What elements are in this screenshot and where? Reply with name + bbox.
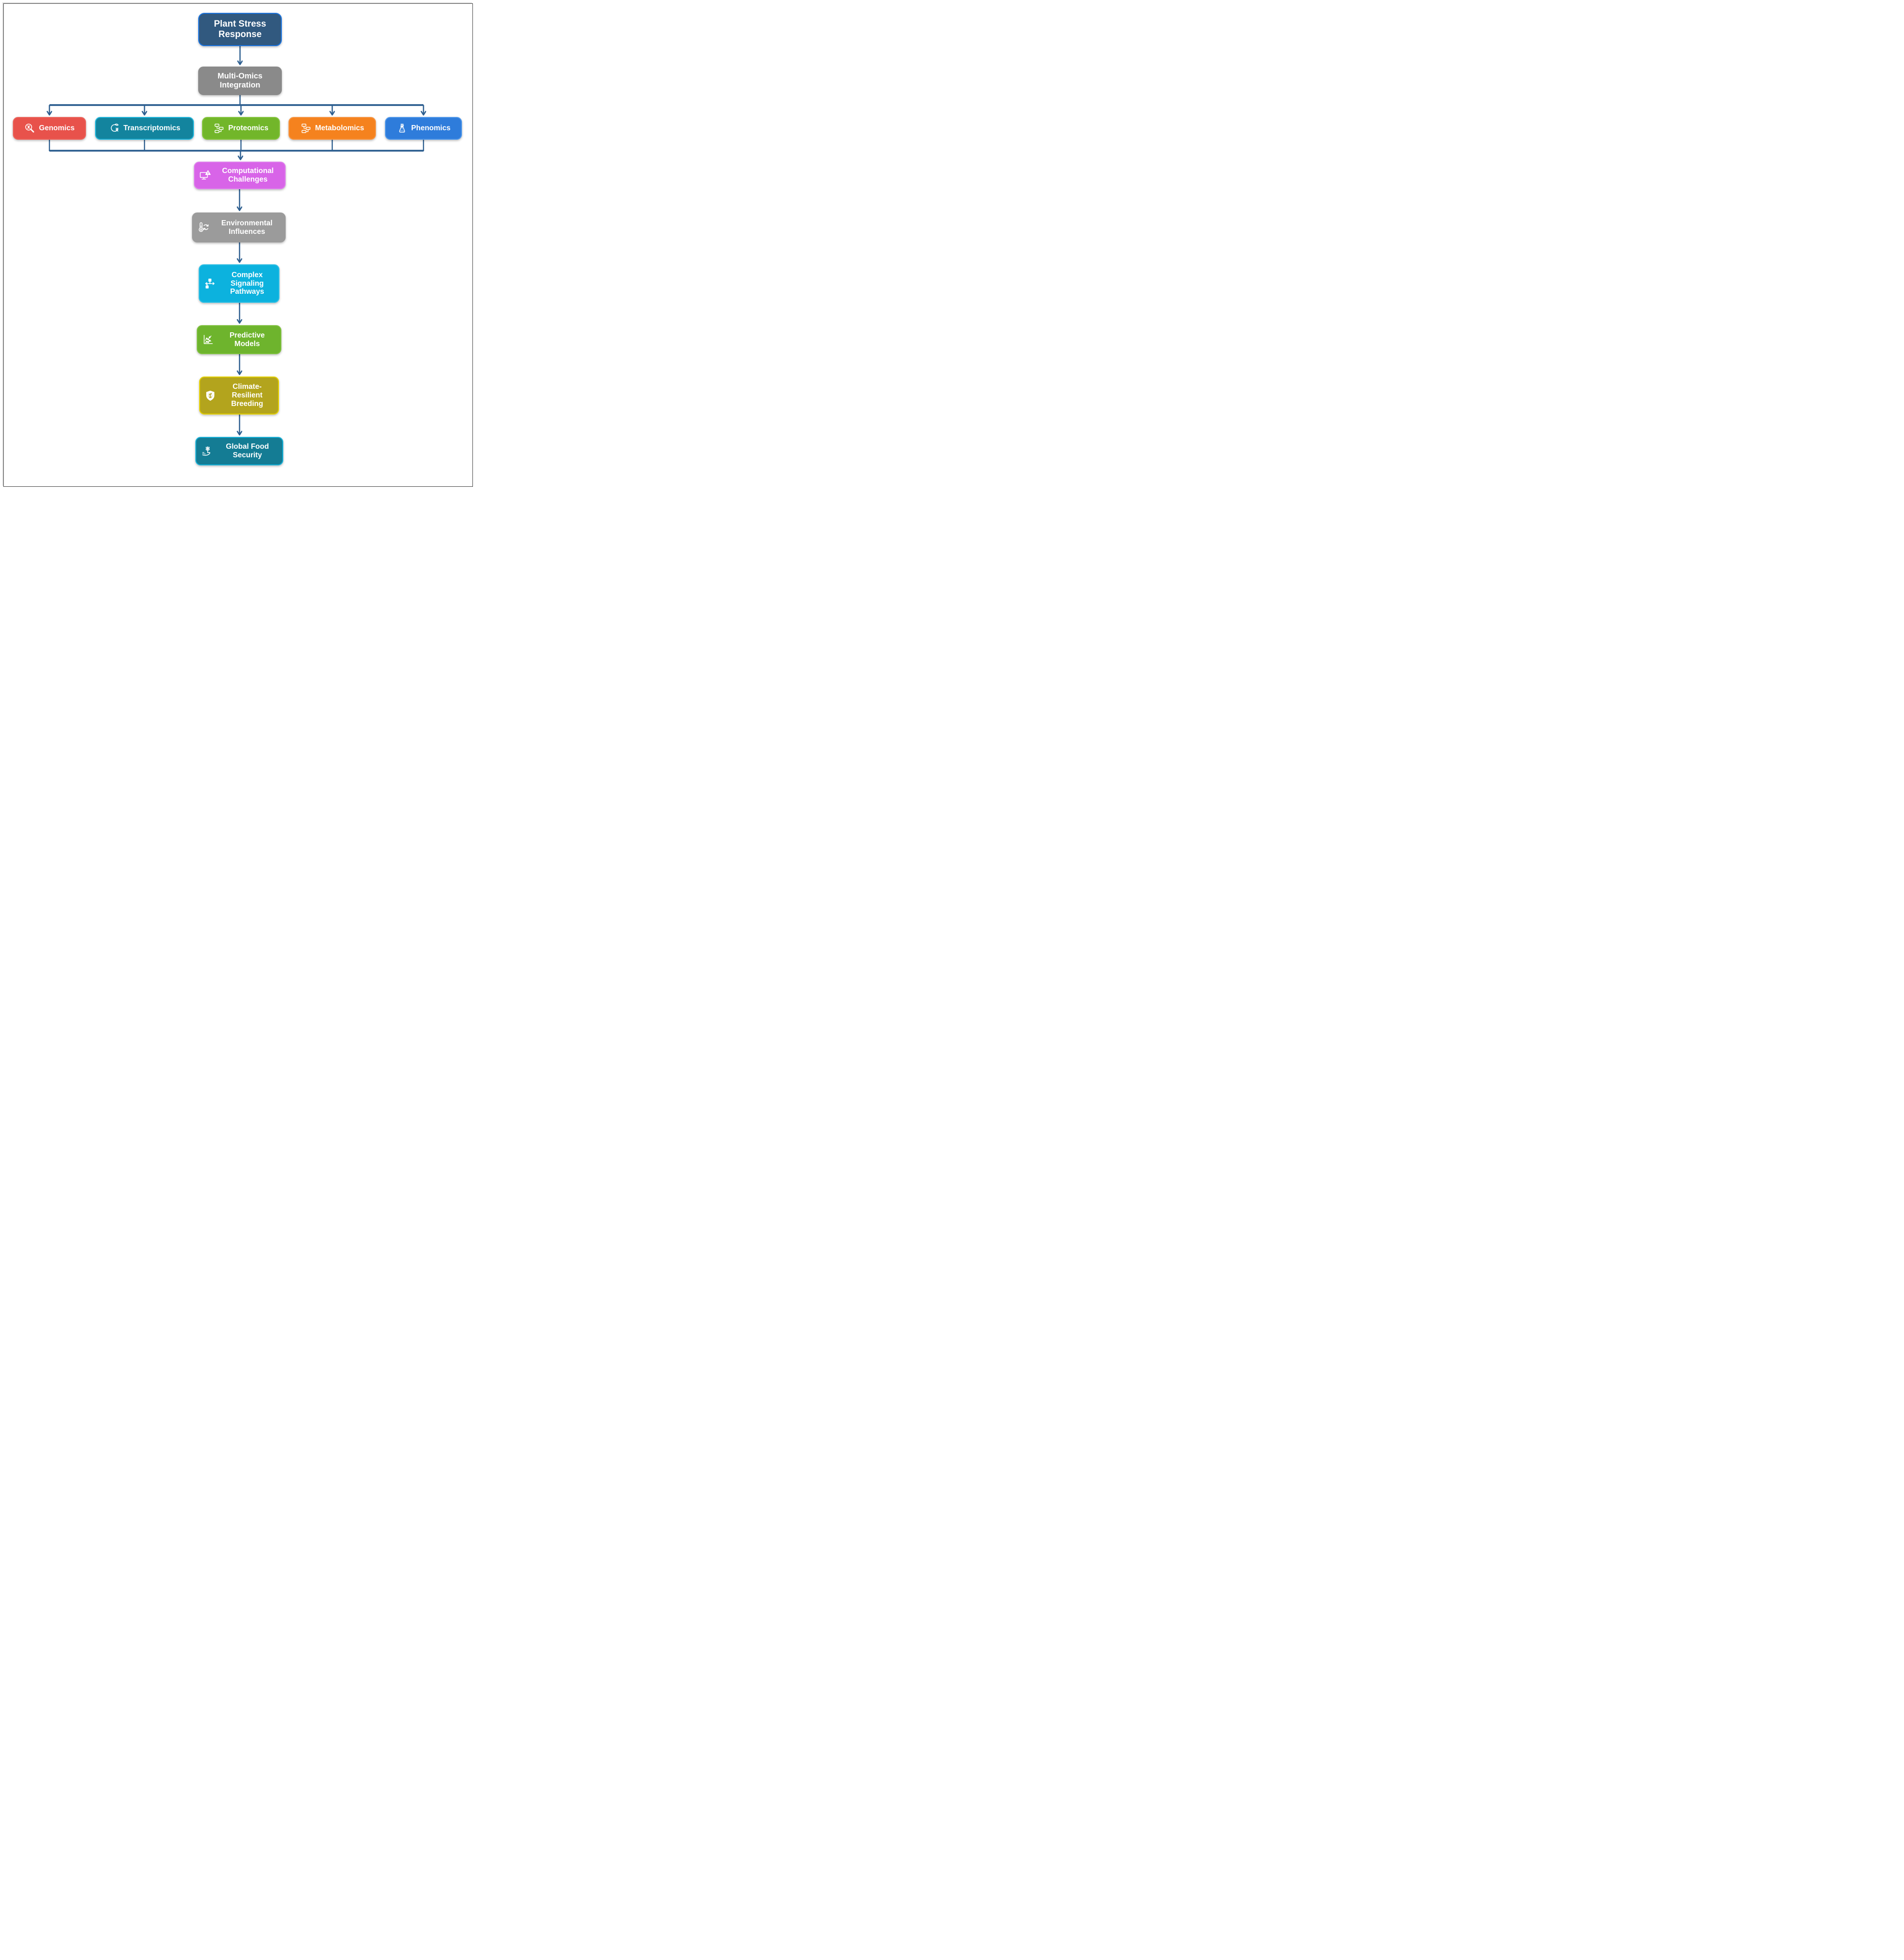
node-transcriptomics: Transcriptomics xyxy=(95,117,194,140)
node-label: Phenomics xyxy=(411,124,451,133)
shield-plant-icon xyxy=(206,390,215,401)
wheat-sprout-icon xyxy=(200,445,213,458)
node-label: Climate-Resilient Breeding xyxy=(231,383,263,408)
node-multi-omics-integration: Multi-Omics Integration xyxy=(198,67,282,95)
figure-frame xyxy=(3,3,473,487)
node-plant-stress-response: Plant Stress Response xyxy=(198,13,282,46)
node-label: Plant Stress Response xyxy=(214,19,266,39)
node-metabolomics: Metabolomics xyxy=(288,117,376,140)
node-label: Metabolomics xyxy=(315,124,365,133)
node-label: Computational Challenges xyxy=(222,167,274,183)
plant-glyph xyxy=(209,393,212,398)
node-label: Multi-Omics Integration xyxy=(217,72,263,89)
signal-network-icon xyxy=(203,279,216,289)
node-label: Genomics xyxy=(39,124,75,133)
dna-magnifier-icon xyxy=(24,123,36,134)
node-label: Predictive Models xyxy=(229,331,265,348)
process-blocks-icon xyxy=(300,123,312,134)
process-blocks-icon xyxy=(213,123,225,134)
node-genomics: Genomics xyxy=(13,117,86,140)
rna-cycle-icon xyxy=(109,123,120,134)
flask-sprout-icon xyxy=(396,123,408,134)
node-predictive-models: Predictive Models xyxy=(197,325,281,354)
node-complex-signaling-pathways: Complex Signaling Pathways xyxy=(199,264,279,303)
thermometer-cycle-icon xyxy=(197,221,210,234)
monitor-alert-icon xyxy=(199,169,212,182)
node-global-food-security: Global Food Security xyxy=(195,437,283,465)
node-phenomics: Phenomics xyxy=(385,117,462,140)
node-computational-challenges: Computational Challenges xyxy=(194,162,286,189)
node-label: Global Food Security xyxy=(226,443,269,459)
node-label: Proteomics xyxy=(228,124,269,133)
node-climate-resilient-breeding: Climate-Resilient Breeding xyxy=(199,377,279,415)
node-label: Complex Signaling Pathways xyxy=(230,270,264,296)
flowchart-figure: Plant Stress Response Multi-Omics Integr… xyxy=(0,0,476,490)
node-label: Environmental Influences xyxy=(221,219,273,236)
node-label: Transcriptomics xyxy=(123,124,181,133)
trend-chart-icon xyxy=(202,333,214,346)
node-proteomics: Proteomics xyxy=(202,117,280,140)
node-environmental-influences: Environmental Influences xyxy=(192,212,286,242)
